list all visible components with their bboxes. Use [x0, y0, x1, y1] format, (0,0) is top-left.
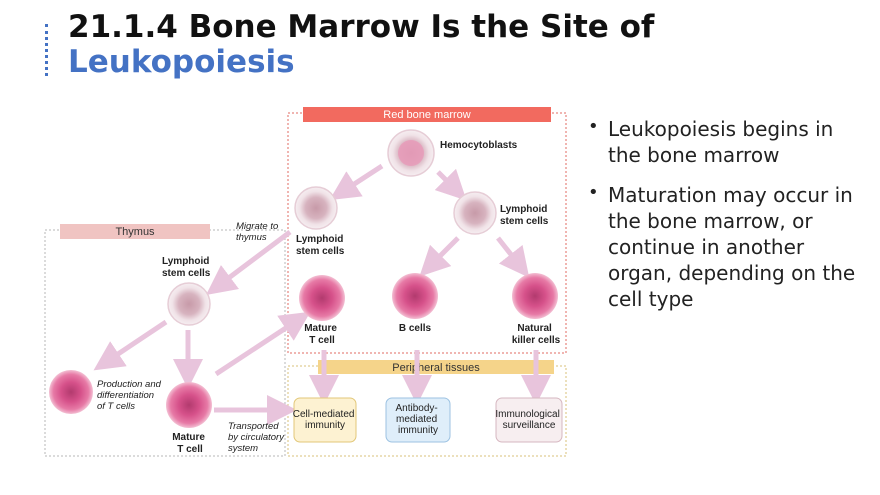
- peripheral-tissues-header: [318, 360, 554, 374]
- arrow-migrate-to-thymus: [206, 230, 292, 295]
- hemocytoblast-nucleus: [398, 140, 424, 166]
- mature-t-thymus-label: Mature T cell: [172, 432, 208, 455]
- migrate-label: Migrate to thymus: [236, 221, 281, 243]
- slide-title-line2: Leukopoiesis: [68, 44, 295, 80]
- title-accent-bar: [45, 24, 51, 76]
- slide-title: 21.1.4 Bone Marrow Is the Site of Leukop…: [68, 10, 654, 80]
- bullet-item: Maturation may occur in the bone marrow,…: [588, 180, 868, 312]
- antibody-mediated-label: Antibody- mediated immunity: [395, 403, 440, 436]
- arrow-hemo-to-lymph-right: [434, 168, 467, 201]
- bullet-list: Leukopoiesis begins in the bone marrow M…: [588, 114, 868, 326]
- lymphoid-stem-right-label: Lymphoid stem cells: [500, 204, 550, 227]
- immunological-box: [495, 397, 563, 443]
- cell-mediated-box: [293, 397, 357, 443]
- mature-t-thymus-cell: [166, 382, 212, 428]
- lymphoid-stem-left-label: Lymphoid stem cells: [296, 234, 346, 257]
- peripheral-tissues-label: Peripheral tissues: [392, 362, 480, 374]
- antibody-mediated-box: [385, 397, 451, 443]
- b-cell: [392, 273, 438, 319]
- production-label: Production and differentiation of T cell…: [97, 379, 164, 412]
- arrow-mature-to-marrow: [214, 311, 311, 377]
- b-cells-label: B cells: [399, 323, 432, 334]
- natural-killer-label: Natural killer cells: [512, 323, 561, 346]
- hemocytoblasts-label: Hemocytoblasts: [440, 140, 518, 151]
- transported-label: Transported by circulatory system: [228, 421, 287, 454]
- bullet-item: Leukopoiesis begins in the bone marrow: [588, 114, 868, 168]
- lymphoid-stem-left-cell: [294, 186, 338, 230]
- arrow-hemo-to-lymph-left: [329, 163, 384, 201]
- arrow-lymph-right-to-nk: [496, 236, 530, 278]
- arrow-lymph-right-to-b: [419, 236, 460, 277]
- natural-killer-cell: [512, 273, 558, 319]
- mature-t-marrow-cell: [299, 275, 345, 321]
- slide-title-line1: 21.1.4 Bone Marrow Is the Site of: [68, 9, 655, 45]
- lymphoid-stem-thymus-label: Lymphoid stem cells: [162, 256, 212, 279]
- arrow-thymus-to-production: [93, 319, 168, 371]
- red-bone-marrow-label: Red bone marrow: [383, 109, 470, 121]
- cells: [49, 129, 558, 428]
- production-cell: [49, 370, 93, 414]
- lymphoid-stem-thymus-cell: [167, 282, 211, 326]
- flow-arrows: [93, 163, 551, 425]
- red-bone-marrow-header: [303, 107, 551, 122]
- immunological-label: Immunological surveillance: [495, 409, 562, 431]
- lymphoid-stem-right-cell: [453, 191, 497, 235]
- mature-t-marrow-label: Mature T cell: [304, 323, 340, 346]
- thymus-label: Thymus: [115, 226, 155, 238]
- thymus-header: [60, 224, 210, 239]
- cell-mediated-label: Cell-mediated immunity: [293, 409, 357, 431]
